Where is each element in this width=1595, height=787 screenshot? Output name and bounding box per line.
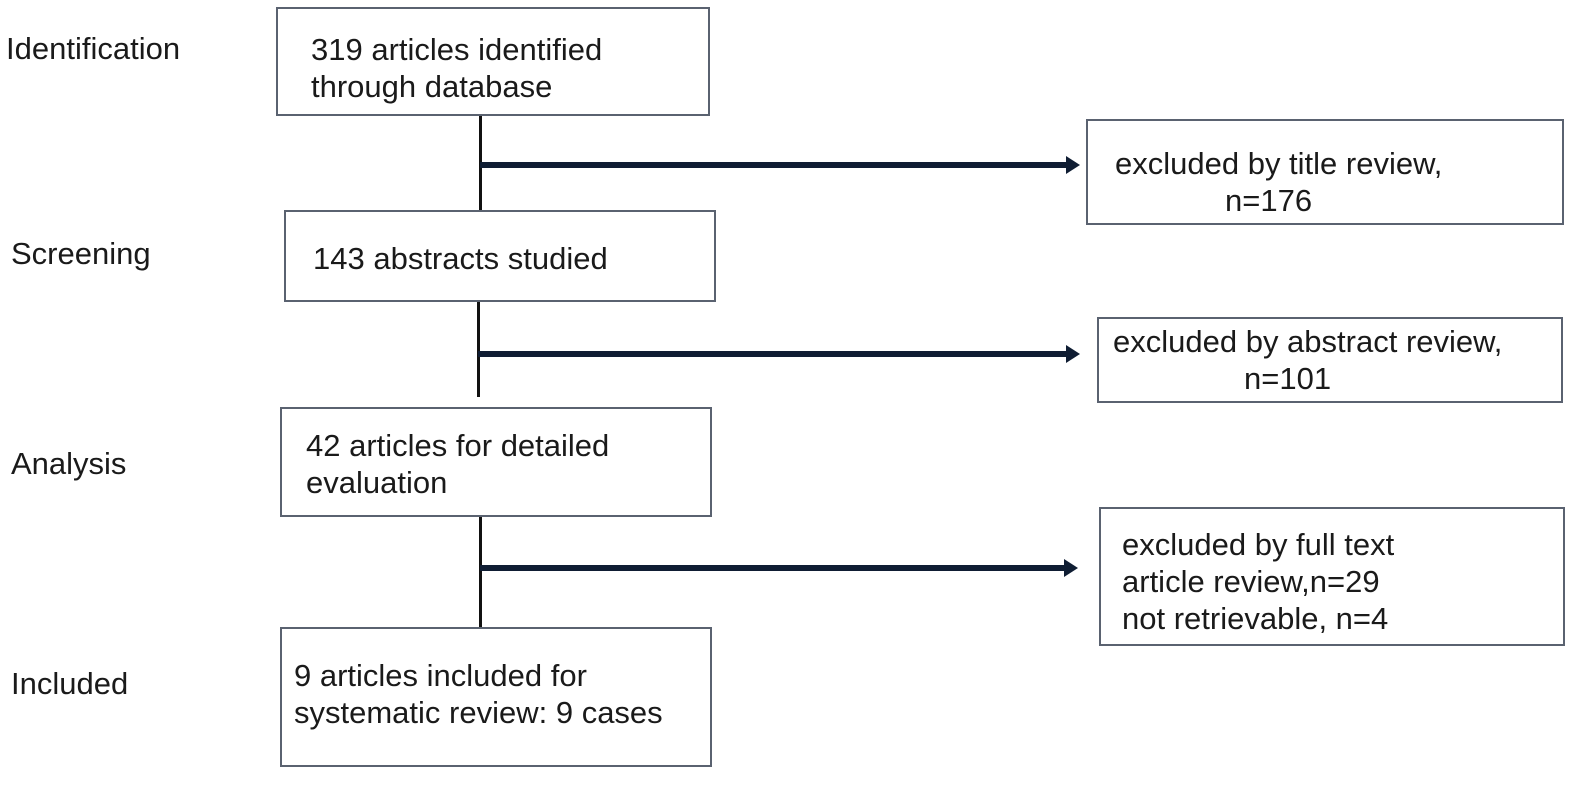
box-excluded-abstract-review-line-2: n=101 (1244, 361, 1332, 396)
box-detailed-evaluation-line-2: evaluation (306, 465, 448, 500)
stage-label-included: Included (11, 666, 129, 701)
box-abstracts-studied-line-1: 143 abstracts studied (313, 241, 608, 276)
box-abstracts-studied: 143 abstracts studied (284, 210, 716, 302)
box-articles-identified-line-1: 319 articles identified (311, 32, 603, 67)
box-excluded-title-review-line-2: n=176 (1225, 183, 1313, 218)
connector-detailed-to-included (479, 517, 482, 627)
box-excluded-title-review-line-1: excluded by title review, (1115, 146, 1443, 181)
stage-label-screening: Screening (11, 236, 151, 271)
box-excluded-full-text-review-line-2: article review,n=29 (1122, 564, 1380, 599)
box-articles-identified: 319 articles identified through database (276, 7, 710, 116)
box-articles-included: 9 articles included for systematic revie… (280, 627, 712, 767)
box-excluded-full-text-review: excluded by full text article review,n=2… (1099, 507, 1565, 646)
box-detailed-evaluation: 42 articles for detailed evaluation (280, 407, 712, 517)
arrow-head-title-exclusion (1066, 156, 1080, 174)
box-excluded-abstract-review: excluded by abstract review, n=101 (1097, 317, 1563, 403)
connector-abstracts-to-detailed (477, 301, 480, 397)
box-excluded-full-text-review-line-3: not retrievable, n=4 (1122, 601, 1389, 636)
box-articles-included-line-2: systematic review: 9 cases (294, 695, 663, 730)
box-articles-identified-line-2: through database (311, 69, 553, 104)
box-articles-included-line-1: 9 articles included for (294, 658, 587, 693)
box-excluded-title-review: excluded by title review, n=176 (1086, 119, 1564, 225)
stage-label-analysis: Analysis (11, 446, 127, 481)
arrow-head-abstract-exclusion (1066, 345, 1080, 363)
arrow-to-fulltext-exclusion (480, 565, 1066, 571)
stage-label-identification: Identification (6, 31, 181, 66)
box-detailed-evaluation-line-1: 42 articles for detailed (306, 428, 610, 463)
arrow-to-abstract-exclusion (478, 351, 1068, 357)
arrow-head-fulltext-exclusion (1064, 559, 1078, 577)
arrow-to-title-exclusion (480, 162, 1068, 168)
box-excluded-abstract-review-line-1: excluded by abstract review, (1113, 324, 1503, 359)
box-excluded-full-text-review-line-1: excluded by full text (1122, 527, 1395, 562)
